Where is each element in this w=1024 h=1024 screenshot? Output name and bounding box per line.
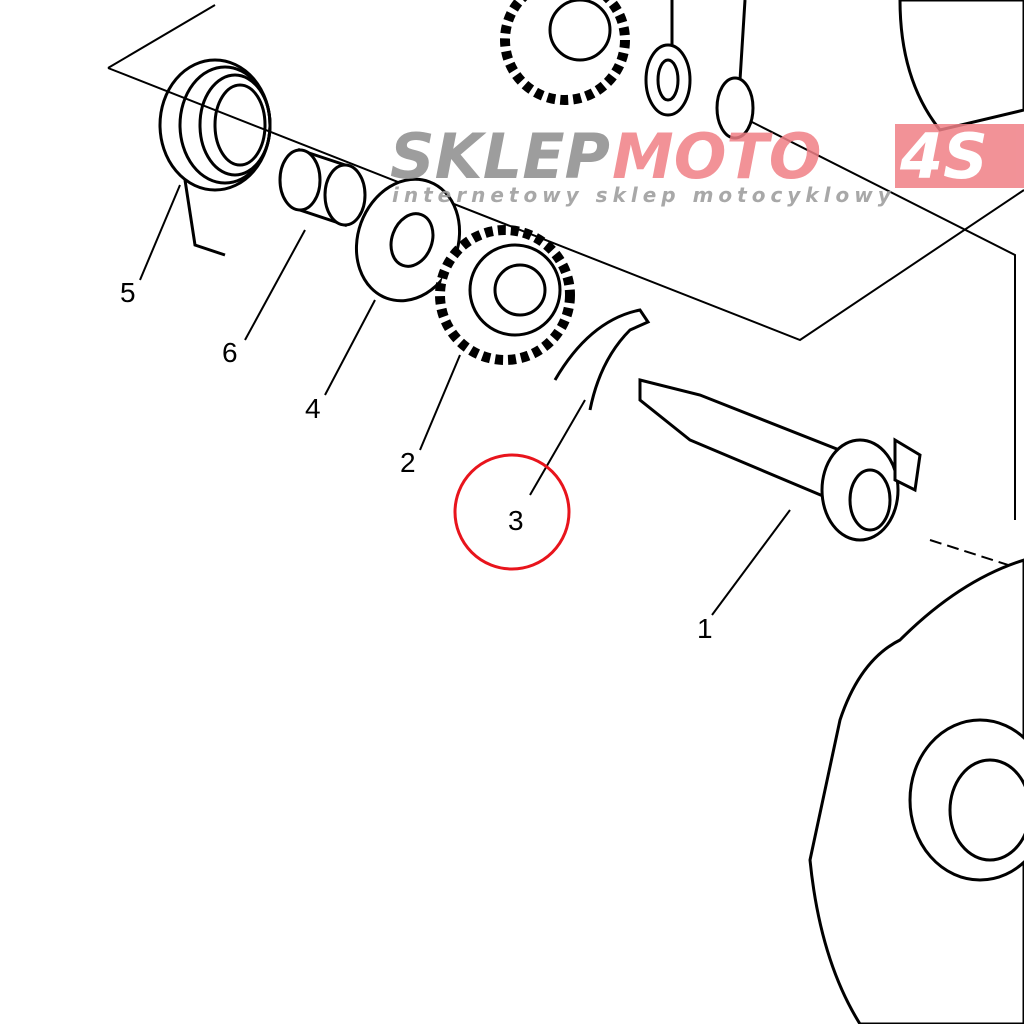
callout-6: 6 xyxy=(222,337,238,368)
shaft-part-1 xyxy=(638,378,922,542)
clip-part-3 xyxy=(553,308,651,411)
washer-part-4 xyxy=(354,177,462,303)
spring-part-5 xyxy=(158,58,272,257)
callout-5: 5 xyxy=(120,277,136,308)
upper-parts xyxy=(500,0,755,140)
watermark-brand-grey: SKLEP xyxy=(390,120,610,193)
callout-2: 2 xyxy=(400,447,416,478)
leader-lines xyxy=(139,184,791,616)
watermark-tagline: internetowy sklep motocyklowy xyxy=(392,183,896,207)
watermark: SKLEP MOTO 4S internetowy sklep motocykl… xyxy=(390,120,1024,207)
watermark-brand-box: 4S xyxy=(899,120,988,193)
watermark-brand-red: MOTO xyxy=(612,120,821,193)
highlight-circle xyxy=(453,453,571,571)
callout-1: 1 xyxy=(697,613,713,644)
callout-3: 3 xyxy=(508,505,524,536)
watermark-box xyxy=(895,124,1024,188)
callout-4: 4 xyxy=(305,393,321,424)
crankcase xyxy=(808,0,1024,1024)
guide-part-6 xyxy=(278,147,367,228)
gear-part-2 xyxy=(435,225,575,365)
